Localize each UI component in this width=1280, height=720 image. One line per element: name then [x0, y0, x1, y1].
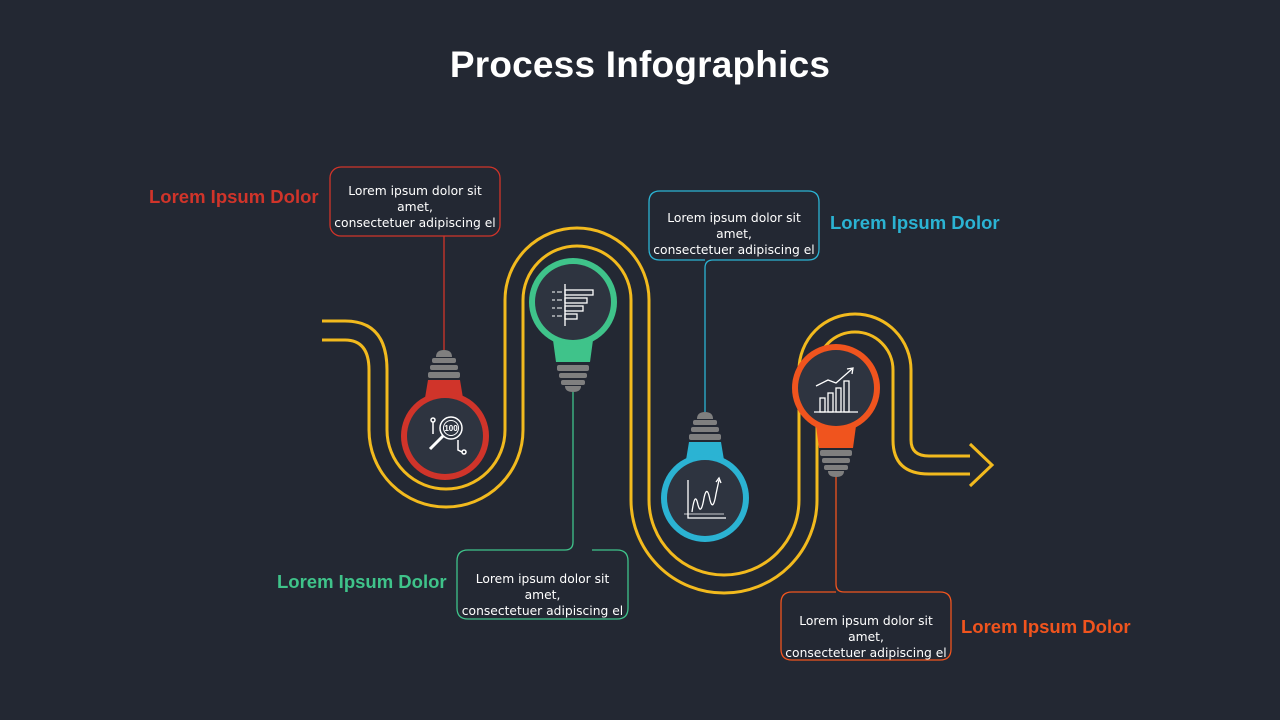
- svg-text:100: 100: [444, 424, 458, 433]
- step-3-line-2: consectetuer adipiscing el: [653, 243, 815, 257]
- step-2-heading: Lorem Ipsum Dolor: [277, 571, 447, 592]
- step-1-description: Lorem ipsum dolor sit amet, consectetuer…: [330, 183, 500, 231]
- magnifier-100-icon: 100: [428, 416, 467, 455]
- step-3-line-1: Lorem ipsum dolor sit amet,: [667, 211, 801, 241]
- step-4-description: Lorem ipsum dolor sit amet, consectetuer…: [781, 613, 951, 661]
- bulb-3-face: [667, 460, 743, 536]
- bulb-4: [792, 344, 880, 477]
- text-box-1-frame: [329, 166, 501, 237]
- text-box-3-frame: [648, 190, 820, 261]
- bulb-3: [661, 412, 749, 542]
- connector-2: [536, 392, 574, 551]
- bulb-1-face: [407, 398, 483, 474]
- bulb-2: [529, 258, 617, 392]
- step-2-line-2: consectetuer adipiscing el: [461, 604, 624, 618]
- bulb-4-neck: [816, 426, 856, 448]
- bulb-2-neck: [553, 340, 593, 362]
- step-2-line-1: Lorem ipsum dolor sit amet,: [475, 572, 610, 602]
- bulb-2-base: [557, 365, 589, 392]
- bulb-3-base: [689, 412, 721, 440]
- growth-bar-chart-icon: [814, 367, 858, 413]
- horizontal-bar-chart-icon: [552, 284, 594, 326]
- step-3-description: Lorem ipsum dolor sit amet, consectetuer…: [649, 210, 819, 258]
- page-title: Process Infographics: [449, 44, 831, 85]
- arrow-head: [968, 442, 995, 488]
- step-2-description: Lorem ipsum dolor sit amet, consectetuer…: [457, 571, 628, 619]
- text-box-4-frame: [780, 591, 952, 661]
- winding-road: [322, 226, 995, 595]
- step-4-line-1: Lorem ipsum dolor sit amet,: [799, 614, 933, 644]
- wave-line-chart-icon: [684, 476, 726, 519]
- step-1-heading: Lorem Ipsum Dolor: [149, 186, 319, 207]
- bulb-4-base: [820, 450, 852, 477]
- step-4-line-2: consectetuer adipiscing el: [785, 646, 947, 660]
- bulb-2-face: [535, 264, 611, 340]
- text-box-2-frame: [456, 549, 629, 620]
- step-3-heading: Lorem Ipsum Dolor: [830, 212, 1000, 233]
- step-4-heading: Lorem Ipsum Dolor: [961, 616, 1131, 637]
- connector-4: [835, 476, 870, 593]
- step-1-line-1: Lorem ipsum dolor sit amet,: [348, 184, 482, 214]
- bulb-1: 100: [401, 350, 489, 480]
- road-inner-line: [322, 244, 970, 595]
- connector-3: [704, 259, 740, 412]
- road-outer-line: [322, 226, 970, 577]
- step-1-line-2: consectetuer adipiscing el: [334, 216, 496, 230]
- bulb-1-base: [428, 350, 460, 378]
